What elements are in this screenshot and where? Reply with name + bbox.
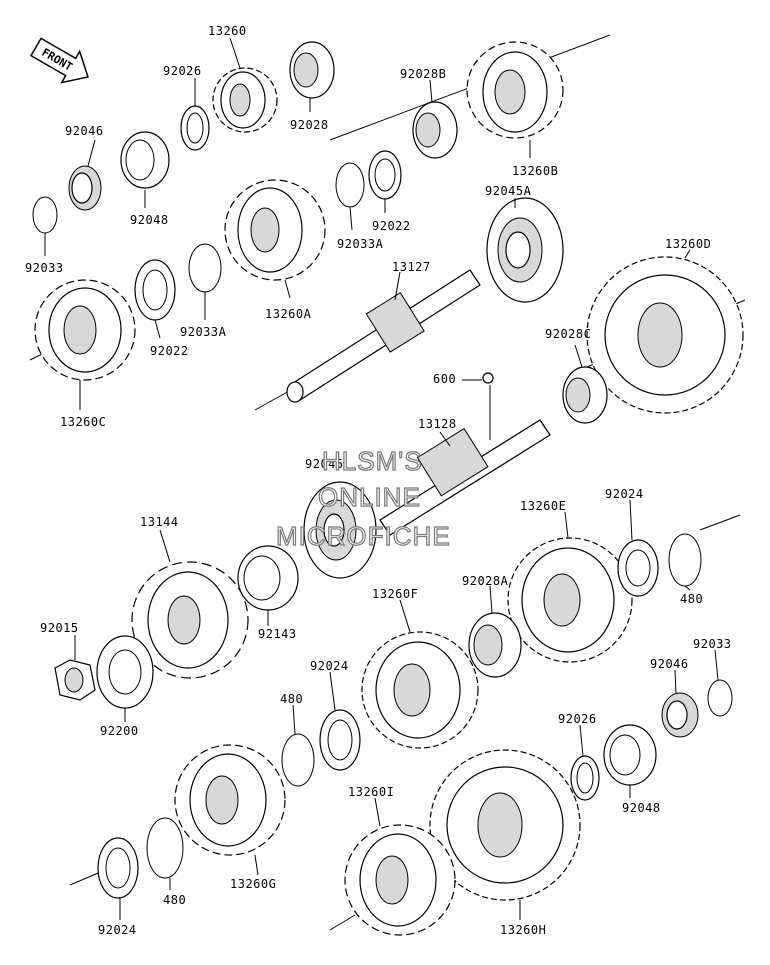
needle-bearing-92046 — [68, 165, 102, 211]
label-13260g: 13260G — [230, 877, 276, 891]
label-92028c: 92028C — [545, 327, 591, 341]
gear-13260i — [344, 824, 456, 936]
washer-92200 — [96, 635, 154, 709]
label-92015: 92015 — [40, 621, 79, 635]
label-92033-lower: 92033 — [693, 637, 732, 651]
label-600: 600 — [433, 372, 456, 386]
watermark-line-3: MICROFICHE — [276, 521, 451, 551]
label-13260a: 13260A — [265, 307, 312, 321]
circlip-92033 — [32, 196, 58, 234]
label-13144: 13144 — [140, 515, 179, 529]
label-92046: 92046 — [65, 124, 104, 138]
axis-line — [329, 914, 356, 931]
washer-92024-mid — [319, 709, 361, 771]
label-92045: 92045 — [305, 457, 344, 471]
label-92048: 92048 — [130, 213, 169, 227]
gear-13260e — [507, 537, 633, 663]
leader-lines — [44, 37, 719, 920]
circlip-92033a-lower — [188, 243, 222, 293]
gear-13260b — [466, 41, 564, 139]
label-13260i: 13260I — [348, 785, 394, 799]
needle-bearing-92046-lower — [661, 692, 699, 738]
label-13260: 13260 — [208, 24, 247, 38]
watermark-line-2: ONLINE — [318, 482, 421, 512]
sprocket-13144 — [131, 561, 249, 679]
circlip-92033a-upper — [335, 162, 365, 208]
label-92028b: 92028B — [400, 67, 446, 81]
label-92022-lower: 92022 — [150, 344, 189, 358]
washer-92024-right — [617, 539, 659, 597]
label-480-lower: 480 — [163, 893, 186, 907]
label-92046-lower: 92046 — [650, 657, 689, 671]
label-92200: 92200 — [100, 724, 139, 738]
label-480: 480 — [680, 592, 703, 606]
watermark: HLSM'S ONLINE MICROFICHE — [275, 445, 451, 551]
collar-92143 — [237, 545, 299, 611]
label-92024: 92024 — [605, 487, 644, 501]
label-13127: 13127 — [392, 260, 431, 274]
circlip-480-mid — [281, 733, 315, 787]
gear-13260a — [224, 179, 326, 281]
label-92024-mid: 92024 — [310, 659, 349, 673]
label-13260e: 13260E — [520, 499, 566, 513]
label-480-mid: 480 — [280, 692, 303, 706]
circlip-480-lower — [146, 817, 184, 879]
label-92028: 92028 — [290, 118, 329, 132]
label-92024-lower: 92024 — [98, 923, 137, 937]
label-13128: 13128 — [418, 417, 457, 431]
shaft-13128 — [379, 419, 551, 536]
collar-92048-lower — [603, 724, 657, 786]
label-13260h: 13260H — [500, 923, 546, 937]
circlip-92033-lower — [707, 679, 733, 717]
label-13260c: 13260C — [60, 415, 106, 429]
bushing-92028b — [412, 101, 458, 159]
gear-13260d — [586, 256, 744, 414]
label-92033: 92033 — [25, 261, 64, 275]
gear-13260h — [429, 749, 581, 901]
washer-92022-lower — [134, 259, 176, 321]
bushing-92028a — [468, 612, 522, 678]
label-92028a: 92028A — [462, 574, 509, 588]
axis-line — [699, 514, 741, 531]
label-13260d: 13260D — [665, 237, 711, 251]
nut-92015 — [54, 659, 96, 701]
gear-13260f — [361, 631, 479, 749]
gear-13260g — [174, 744, 286, 856]
label-92033a-lower: 92033A — [180, 325, 227, 339]
label-13260f: 13260F — [372, 587, 418, 601]
bushing-92028c — [562, 366, 608, 424]
ball-600 — [482, 372, 494, 384]
circlip-480-right — [668, 533, 702, 587]
washer-92022-upper — [368, 150, 402, 200]
label-92026: 92026 — [163, 64, 202, 78]
bearing-92045a — [486, 197, 564, 303]
label-92033a: 92033A — [337, 237, 384, 251]
washer-92024-lower — [97, 837, 139, 899]
label-92143: 92143 — [258, 627, 297, 641]
collar-92048 — [120, 131, 170, 189]
front-arrow-icon: FRONT — [29, 37, 89, 84]
watermark-line-1: HLSM'S — [322, 446, 423, 476]
label-92045a: 92045A — [485, 184, 532, 198]
washer-92026-lower — [570, 755, 600, 801]
shaft-13127 — [286, 269, 481, 403]
label-92026-lower: 92026 — [558, 712, 597, 726]
label-92022: 92022 — [372, 219, 411, 233]
bushing-92028 — [289, 41, 335, 99]
bearing-92045 — [303, 481, 377, 579]
gear-13260c — [34, 279, 136, 381]
label-92048-lower: 92048 — [622, 801, 661, 815]
gear-13260 — [212, 67, 278, 133]
label-13260b: 13260B — [512, 164, 558, 178]
